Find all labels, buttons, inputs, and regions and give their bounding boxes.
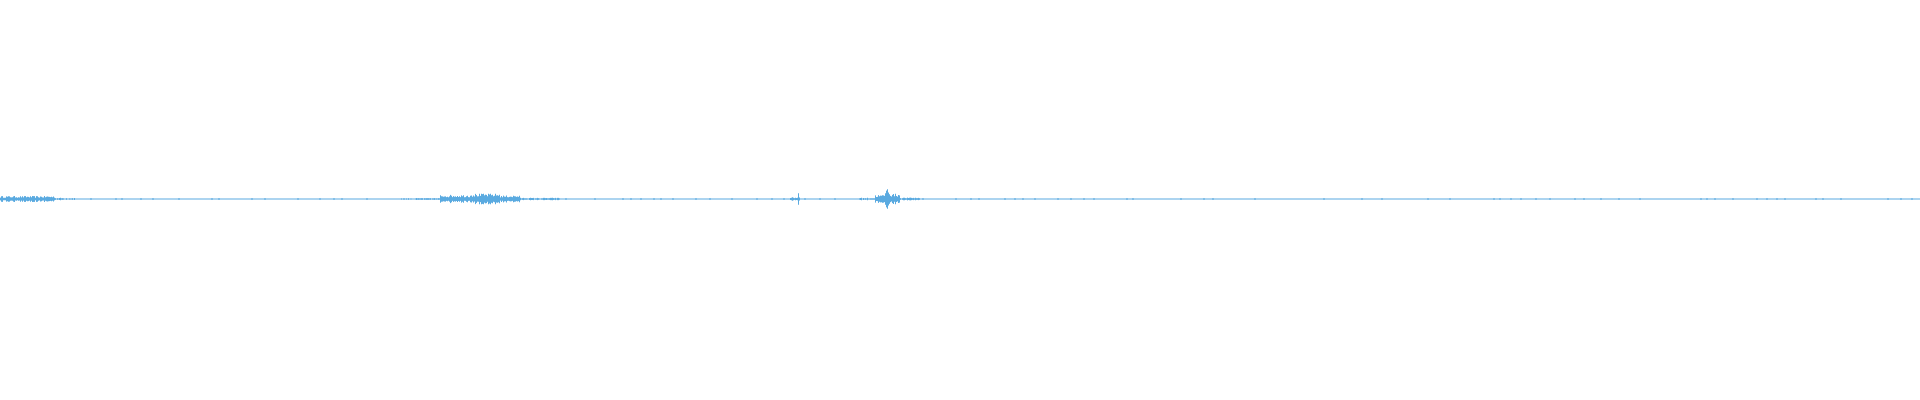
waveform-ticks	[90, 198, 1913, 200]
